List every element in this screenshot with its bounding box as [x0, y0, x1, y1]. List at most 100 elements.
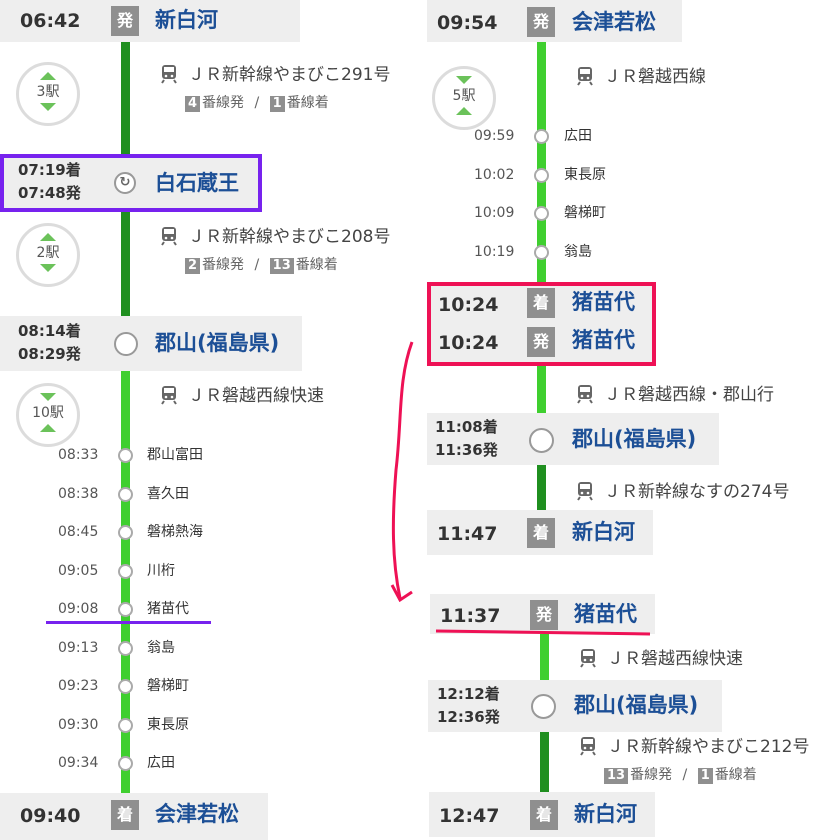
arrival-badge: 着 — [527, 518, 555, 548]
transfer-station[interactable]: 郡山(福島県) — [572, 427, 697, 451]
departure-station[interactable]: 猪苗代 — [574, 602, 637, 626]
transfer-station[interactable]: 郡山(福島県) — [574, 693, 699, 717]
departure-time: 09:54 — [437, 12, 498, 34]
train-name-text: ＪＲ新幹線なすの274号 — [604, 482, 790, 502]
stop-count-toggle[interactable]: 10駅 — [16, 383, 80, 447]
platform-suffix: 番線着 — [295, 257, 338, 273]
transfer-station[interactable]: 白石蔵王 — [155, 171, 239, 195]
annotation-underline — [435, 629, 651, 636]
highlight-underline — [46, 621, 211, 624]
train-icon — [161, 227, 177, 246]
stop-name[interactable]: 翁島 — [147, 639, 175, 656]
transfer-band — [0, 316, 302, 371]
train-icon — [580, 649, 596, 668]
stop-name[interactable]: 広田 — [564, 128, 592, 144]
stop-node — [118, 640, 133, 656]
arrival-station[interactable]: 新白河 — [572, 520, 635, 544]
stop-count-label: 10駅 — [32, 405, 64, 421]
triangle-up-icon — [40, 72, 56, 80]
train-name[interactable]: ＪＲ磐越西線 — [576, 66, 706, 88]
triangle-up-icon — [40, 233, 56, 241]
train-name[interactable]: ＪＲ新幹線やまびこ291号 — [160, 64, 390, 86]
stop-time: 09:34 — [58, 755, 99, 771]
arrival-time: 10:24 — [438, 294, 499, 316]
stop-time: 08:45 — [58, 524, 99, 540]
annotation-arrowhead — [390, 584, 413, 603]
platform-number: 4 — [185, 96, 201, 112]
stop-name[interactable]: 磐梯町 — [147, 678, 189, 694]
platform-number: 1 — [269, 96, 285, 112]
arrival-badge: 着 — [530, 800, 558, 830]
stop-count-toggle[interactable]: 2駅 — [16, 223, 80, 287]
departure-badge: 発 — [530, 600, 558, 630]
departure-station[interactable]: 猪苗代 — [572, 328, 635, 352]
platform-separator: / — [682, 767, 688, 783]
stop-time: 10:09 — [474, 205, 515, 221]
stop-name[interactable]: 広田 — [147, 755, 175, 771]
transfer-icon: ↻ — [114, 172, 136, 194]
arrival-station[interactable]: 会津若松 — [155, 802, 239, 826]
train-name-text: ＪＲ磐越西線 — [604, 67, 706, 87]
triangle-down-icon — [40, 264, 56, 272]
triangle-down-icon — [456, 76, 472, 84]
stop-node — [534, 244, 549, 260]
transfer-station[interactable]: 郡山(福島県) — [155, 331, 280, 355]
stop-count-toggle[interactable]: 3駅 — [16, 62, 80, 126]
route-line-dark — [537, 450, 546, 512]
stop-node — [118, 717, 133, 733]
departure-band — [0, 0, 300, 42]
stop-name[interactable]: 郡山富田 — [147, 447, 203, 463]
train-name[interactable]: ＪＲ磐越西線快速 — [160, 385, 324, 407]
train-icon — [577, 67, 593, 86]
stop-name[interactable]: 川桁 — [147, 562, 175, 579]
train-icon — [577, 482, 593, 501]
stop-name[interactable]: 東長原 — [564, 166, 606, 183]
platform-number: 1 — [697, 768, 713, 784]
stop-name[interactable]: 翁島 — [564, 243, 592, 260]
train-name[interactable]: ＪＲ磐越西線・郡山行 — [576, 384, 774, 406]
train-name-text: ＪＲ磐越西線快速 — [607, 649, 743, 669]
arrival-time: 08:14着 — [18, 322, 81, 340]
stop-count-toggle[interactable]: 5駅 — [432, 66, 496, 130]
arrival-station[interactable]: 新白河 — [574, 802, 637, 826]
stop-time: 08:33 — [58, 447, 99, 463]
train-icon — [580, 737, 596, 756]
stop-time: 08:38 — [58, 485, 99, 502]
stop-name[interactable]: 喜久田 — [147, 485, 189, 502]
departure-station[interactable]: 新白河 — [155, 8, 218, 32]
stop-node — [534, 206, 549, 221]
stop-name[interactable]: 磐梯町 — [564, 205, 606, 221]
arrival-time: 11:47 — [437, 523, 498, 545]
arrival-station[interactable]: 猪苗代 — [572, 290, 635, 314]
platform-suffix: 番線発 — [630, 767, 673, 783]
platform-separator: / — [254, 95, 260, 111]
route-line-light — [540, 632, 549, 702]
arrival-badge: 着 — [111, 800, 139, 830]
stop-node — [118, 448, 133, 463]
platform-suffix: 番線発 — [202, 95, 245, 111]
stop-node — [118, 525, 133, 540]
arrival-time: 09:40 — [20, 805, 81, 827]
stop-time: 09:13 — [58, 639, 99, 656]
train-name-text: ＪＲ磐越西線快速 — [188, 386, 324, 406]
triangle-down-icon — [40, 393, 56, 401]
stop-name[interactable]: 猪苗代 — [147, 601, 189, 617]
departure-time: 07:48発 — [18, 184, 81, 202]
train-name[interactable]: ＪＲ新幹線なすの274号 — [576, 481, 789, 503]
stop-time: 09:08 — [58, 601, 99, 617]
stop-time: 09:30 — [58, 716, 99, 733]
train-name-text: ＪＲ磐越西線・郡山行 — [604, 385, 774, 405]
stop-node — [118, 602, 133, 617]
departure-time: 08:29発 — [18, 345, 81, 363]
departure-station[interactable]: 会津若松 — [572, 10, 656, 34]
stop-time: 10:19 — [474, 243, 515, 260]
train-name[interactable]: ＪＲ新幹線やまびこ208号 — [160, 226, 390, 248]
triangle-down-icon — [40, 103, 56, 111]
train-name[interactable]: ＪＲ新幹線やまびこ212号 — [579, 736, 809, 758]
train-name-text: ＪＲ新幹線やまびこ212号 — [607, 737, 810, 757]
stop-name[interactable]: 東長原 — [147, 716, 189, 733]
stop-name[interactable]: 磐梯熱海 — [147, 524, 203, 540]
platform-number: 13 — [604, 768, 629, 784]
train-name[interactable]: ＪＲ磐越西線快速 — [579, 648, 743, 670]
